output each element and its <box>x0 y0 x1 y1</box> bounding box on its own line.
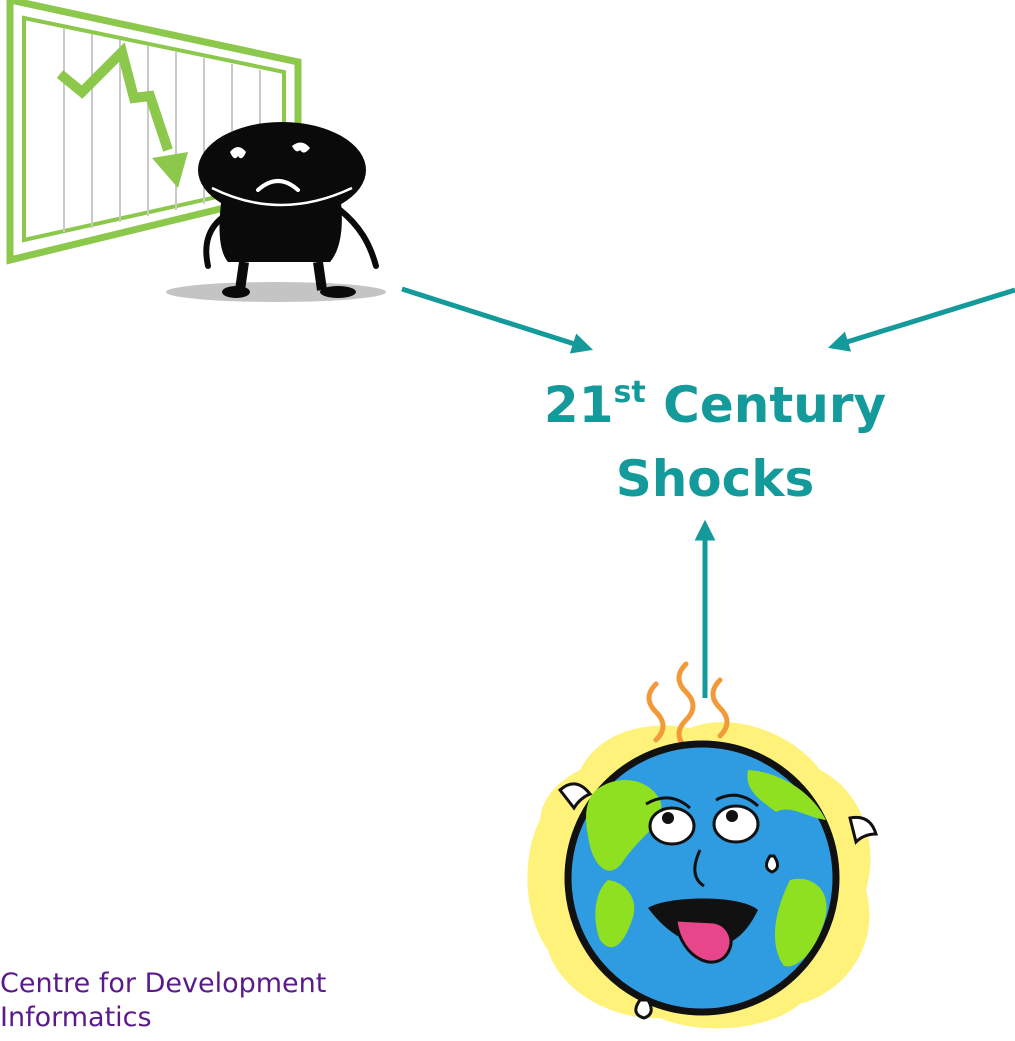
earth-face <box>645 793 760 964</box>
arrow-from-right <box>827 287 1015 352</box>
steam-lines <box>646 661 730 751</box>
footer-line-2: Informatics <box>0 1002 152 1033</box>
falling-trend-line <box>56 42 173 152</box>
title-line-1: 21st Century <box>543 375 887 434</box>
central-concept-title: 21st Century Shocks <box>470 368 960 516</box>
falling-chart-illustration <box>6 0 386 302</box>
continents <box>586 770 827 967</box>
footer-line-1: Centre for Development <box>0 968 327 999</box>
sweating-earth-illustration <box>527 661 879 1029</box>
title-line-2: Shocks <box>615 450 815 508</box>
footer-credit: Centre for Development Informatics <box>0 967 326 1035</box>
falling-trend-arrowhead <box>152 152 188 188</box>
sweat-drops <box>557 782 879 1020</box>
arrow-from-economy <box>401 286 594 354</box>
sad-character <box>198 122 379 298</box>
